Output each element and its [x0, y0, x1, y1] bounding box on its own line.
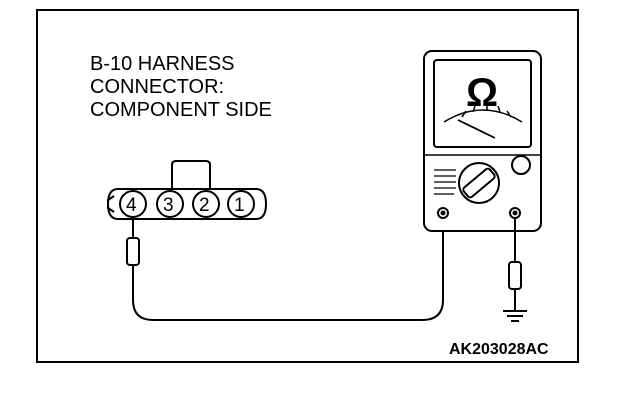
test-lead-wire [132, 213, 444, 321]
meter-display [433, 59, 532, 148]
ohmmeter-icon [423, 50, 542, 232]
ground-probe-icon [508, 261, 522, 290]
pin-label-2: 2 [199, 195, 210, 216]
connector-body [106, 188, 268, 220]
diagram-frame [36, 9, 579, 363]
pin-circle-1 [227, 190, 255, 218]
meter-ohm-symbol: Ω [466, 71, 498, 115]
ground-lead [508, 218, 522, 311]
probe-icon [126, 217, 140, 300]
meter-case [423, 50, 542, 232]
pin-circle-2 [192, 190, 220, 218]
ground-icon [503, 310, 527, 322]
pin-circle-3 [156, 190, 184, 218]
pin-label-4: 4 [126, 195, 137, 216]
connector-left-tab [107, 195, 115, 213]
terminal-left [437, 207, 449, 219]
zero-adjust-knob [511, 155, 531, 175]
connector-latch [171, 160, 211, 188]
pin-label-1: 1 [234, 195, 245, 216]
connector-label-line2: CONNECTOR: [90, 76, 225, 98]
harness-connector [106, 160, 268, 220]
pin-label-3: 3 [163, 195, 174, 216]
meter-scale-arc [443, 109, 523, 123]
selector-dial [458, 162, 500, 204]
reference-code: AK203028AC [449, 341, 549, 358]
connector-label-line1: B-10 HARNESS [90, 53, 235, 75]
meter-needle [457, 119, 496, 139]
connector-label-line3: COMPONENT SIDE [90, 99, 272, 121]
